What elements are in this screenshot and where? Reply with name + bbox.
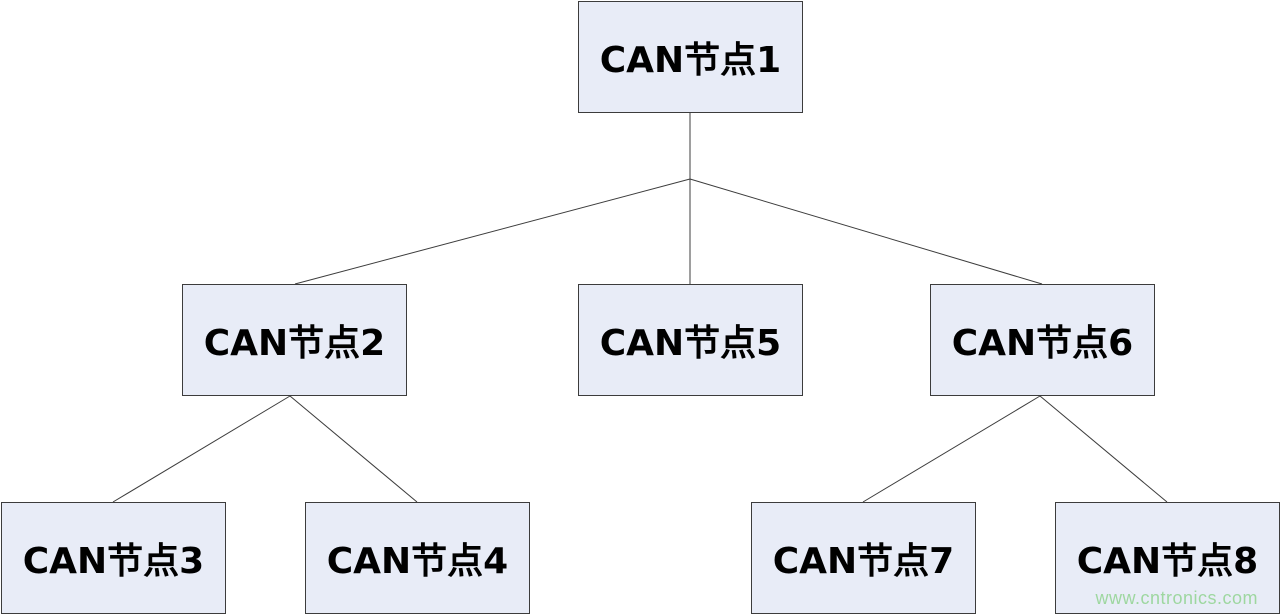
can-node-6: CAN节点6 — [930, 284, 1155, 396]
can-node-8: CAN节点8 — [1055, 502, 1280, 614]
can-node-4: CAN节点4 — [305, 502, 530, 614]
edge-n6-n7 — [862, 395, 1041, 503]
can-node-5: CAN节点5 — [578, 284, 803, 396]
can-node-1: CAN节点1 — [578, 1, 803, 113]
watermark-text: www.cntronics.com — [1095, 588, 1258, 608]
edge-n2-n3 — [112, 395, 291, 503]
edge-n6-n8 — [1039, 395, 1168, 503]
can-node-2: CAN节点2 — [182, 284, 407, 396]
edge-n1-n2 — [294, 178, 691, 285]
edge-n2-n4 — [289, 395, 418, 503]
can-node-7: CAN节点7 — [751, 502, 976, 614]
can-node-3: CAN节点3 — [1, 502, 226, 614]
edge-n1-n6 — [689, 178, 1043, 285]
